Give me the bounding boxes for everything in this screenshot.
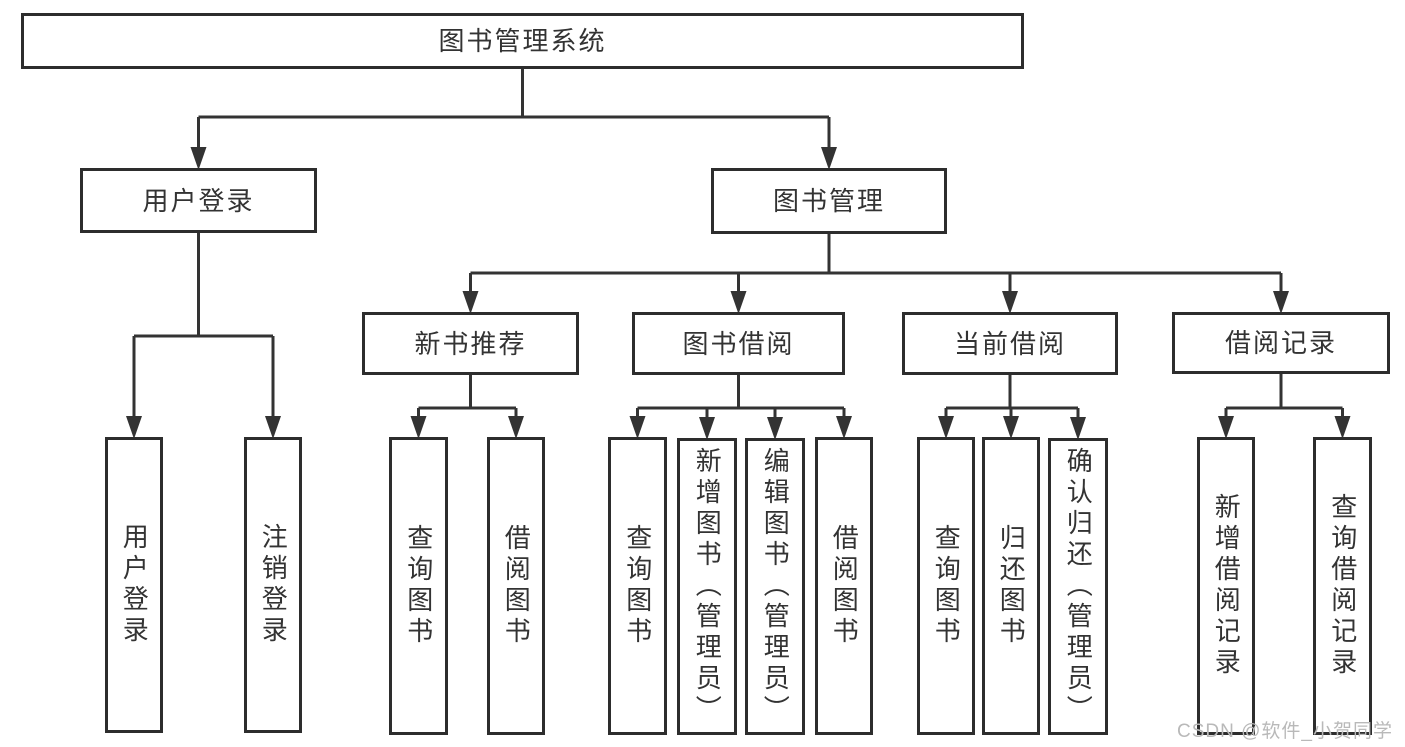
node-book-borrow: 图书借阅: [632, 312, 845, 375]
node-leaf-bb-add: 新增图书（管理员）: [677, 438, 737, 735]
arrowhead-icon: [821, 147, 837, 170]
node-user-login: 用户登录: [80, 168, 317, 233]
arrowhead-icon: [938, 416, 954, 439]
node-leaf-bb-query: 查询图书: [608, 437, 667, 735]
node-leaf-logout: 注销登录: [244, 437, 302, 733]
node-leaf-br-add: 新增借阅记录: [1197, 437, 1255, 735]
node-book-mgmt: 图书管理: [711, 168, 947, 234]
arrowhead-icon: [1003, 416, 1019, 439]
node-leaf-bb-borrow: 借阅图书: [815, 437, 873, 735]
arrowhead-icon: [1334, 416, 1351, 439]
arrowhead-icon: [1070, 417, 1086, 440]
node-leaf-br-query: 查询借阅记录: [1313, 437, 1372, 735]
node-current-borrow: 当前借阅: [902, 312, 1118, 375]
node-leaf-cb-return: 归还图书: [982, 437, 1040, 735]
arrowhead-icon: [730, 291, 747, 314]
arrowhead-icon: [1218, 416, 1234, 439]
node-new-book-rec: 新书推荐: [362, 312, 579, 375]
arrowhead-icon: [190, 147, 207, 170]
node-leaf-nbr-query: 查询图书: [389, 437, 448, 735]
arrowhead-icon: [508, 416, 524, 439]
arrowhead-icon: [699, 417, 715, 440]
node-leaf-cb-query: 查询图书: [917, 437, 975, 735]
arrowhead-icon: [265, 416, 281, 439]
arrowhead-icon: [126, 416, 142, 439]
node-root: 图书管理系统: [21, 13, 1024, 69]
arrowhead-icon: [1273, 291, 1289, 314]
watermark: CSDN @软件_小贺同学: [1177, 721, 1393, 742]
arrowhead-icon: [767, 417, 783, 440]
arrowhead-icon: [462, 291, 479, 314]
node-leaf-nbr-borrow: 借阅图书: [487, 437, 545, 735]
arrowhead-icon: [629, 416, 646, 439]
arrowhead-icon: [410, 416, 427, 439]
node-leaf-cb-confirm: 确认归还（管理员）: [1048, 438, 1108, 735]
arrowhead-icon: [1002, 291, 1018, 314]
node-leaf-user-login: 用户登录: [105, 437, 163, 733]
node-borrow-records: 借阅记录: [1172, 312, 1390, 374]
node-leaf-bb-edit: 编辑图书（管理员）: [745, 438, 805, 735]
arrowhead-icon: [836, 416, 852, 439]
